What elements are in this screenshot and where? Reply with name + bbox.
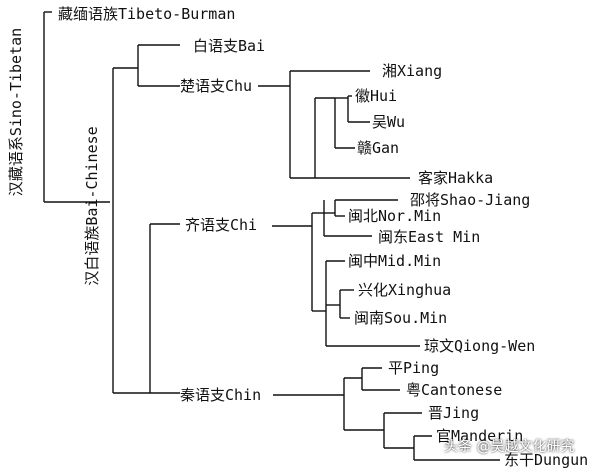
node-xiang: 湘Xiang — [382, 62, 443, 80]
node-jing: 晋Jing — [428, 404, 480, 422]
node-bai: 白语支Bai — [193, 37, 266, 55]
node-chu: 楚语支Chu — [180, 77, 253, 95]
node-hui: 徽Hui — [355, 87, 398, 105]
node-shao-jiang: 邵将Shao-Jiang — [410, 191, 531, 209]
node-dungun: 东干Dungun — [504, 451, 589, 469]
node-chin: 秦语支Chin — [180, 386, 262, 404]
node-manderin: 官Manderin — [436, 427, 524, 445]
node-cantonese: 粤Cantonese — [406, 381, 503, 399]
node-chi: 齐语支Chi — [185, 216, 258, 234]
node-qiong-wen: 琼文Qiong-Wen — [424, 337, 536, 355]
node-xinghua: 兴化Xinghua — [358, 281, 452, 299]
node-hakka: 客家Hakka — [418, 169, 494, 187]
node-wu: 吴Wu — [372, 113, 406, 131]
node-ping: 平Ping — [388, 359, 440, 377]
branch-label-bai-chinese: 汉白语族Bai-Chinese — [83, 126, 101, 286]
node-nor-min: 闽北Nor.Min — [348, 207, 442, 225]
node-gan: 赣Gan — [357, 139, 400, 157]
watermark: 头条 @吴越文化研究 — [444, 439, 575, 455]
node-sou-min: 闽南Sou.Min — [354, 309, 448, 327]
node-east-min: 闽东East Min — [378, 228, 481, 246]
root-label-sino-tibetan: 汉藏语系Sino-Tibetan — [7, 27, 25, 197]
node-tibeto-burman: 藏缅语族Tibeto-Burman — [58, 5, 236, 23]
node-mid-min: 闽中Mid.Min — [348, 252, 442, 270]
